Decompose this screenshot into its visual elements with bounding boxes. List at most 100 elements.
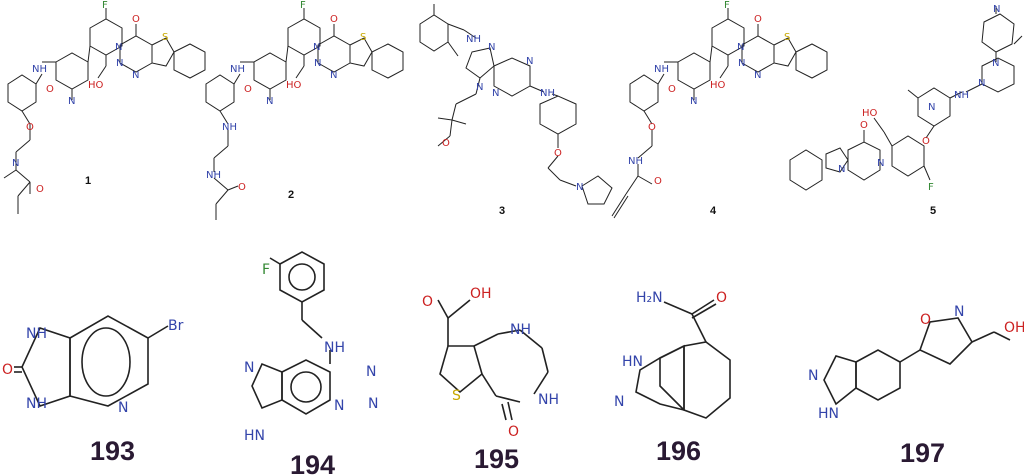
compound-1 [3, 8, 206, 214]
atom-label: NH [32, 64, 47, 75]
atom-label: N [808, 368, 818, 384]
compound-196-atoms: H₂N O HN N 196 [614, 290, 727, 466]
atom-label: N [313, 42, 320, 53]
atom-label: O [860, 120, 868, 131]
atom-label: HN [622, 354, 643, 370]
atom-label: HO [710, 80, 726, 91]
atom-label: F [928, 182, 934, 193]
compound-number: 193 [90, 436, 135, 466]
atom-label: O [2, 362, 13, 378]
compound-1-atoms: F O N S N N NH N O HO O N O 1 [12, 0, 168, 195]
compound-196 [635, 299, 731, 419]
atom-label: N [366, 364, 376, 380]
atom-label: N [334, 398, 344, 414]
atom-label: N [690, 96, 697, 107]
atom-label: O [46, 84, 54, 95]
atom-label: N [266, 96, 273, 107]
atom-label: O [668, 84, 676, 95]
atom-label: N [330, 70, 337, 81]
atom-label: NH [324, 340, 345, 356]
atom-label: O [920, 312, 931, 328]
atom-label: NH [230, 64, 245, 75]
atom-label: HN [818, 406, 839, 422]
atom-label: NH [222, 122, 237, 133]
compound-5 [789, 6, 1023, 191]
atom-label: O [648, 122, 656, 133]
atom-label: HO [88, 80, 104, 91]
atom-label: S [360, 32, 366, 43]
atom-label: NH [538, 392, 559, 408]
atom-label: F [102, 0, 108, 11]
atom-label: N [954, 304, 964, 320]
atom-label: F [262, 262, 270, 278]
atom-label: O [754, 14, 762, 25]
atom-label: F [300, 0, 306, 11]
atom-label: N [992, 58, 999, 69]
compound-number: 3 [499, 205, 505, 217]
compound-2 [205, 8, 404, 220]
atom-label: N [993, 4, 1000, 15]
atom-label: O [36, 184, 44, 195]
compound-number: 197 [900, 438, 945, 468]
atom-label: HN [244, 428, 265, 444]
atom-label: NH [540, 88, 555, 99]
atom-label: N [115, 42, 122, 53]
compound-4 [611, 8, 828, 219]
compound-194-atoms: F NH N N N N HN 194 [244, 262, 378, 475]
compound-3 [419, 4, 613, 205]
atom-label: Br [168, 318, 184, 334]
atom-label: N [368, 396, 378, 412]
compound-5-atoms: N N N NH N O HO O N N F 5 [838, 4, 1000, 217]
atom-label: O [132, 14, 140, 25]
atom-label: HO [286, 80, 302, 91]
compound-number: 195 [474, 444, 519, 474]
atom-label: N [576, 182, 583, 193]
atom-label: N [132, 70, 139, 81]
atom-label: O [330, 14, 338, 25]
atom-label: N [476, 82, 483, 93]
atom-label: N [737, 42, 744, 53]
compound-4-atoms: F O N S N N NH N O HO O NH O 4 [628, 0, 790, 217]
atom-label: N [754, 70, 761, 81]
atom-label: N [68, 96, 75, 107]
atom-label: N [116, 58, 123, 69]
atom-label: O [922, 136, 930, 147]
atom-label: N [244, 360, 254, 376]
atom-label: O [716, 290, 727, 306]
atom-label: N [614, 394, 624, 410]
compound-number: 1 [85, 175, 91, 187]
atom-label: NH [654, 64, 669, 75]
compound-2-atoms: F O N S N N NH N O HO NH NH O 2 [206, 0, 366, 201]
atom-label: S [162, 32, 168, 43]
compound-193 [14, 315, 169, 407]
atom-label: N [877, 158, 884, 169]
atom-label: O [26, 122, 34, 133]
atom-label: H₂N [636, 290, 663, 306]
atom-label: HO [862, 108, 878, 119]
atom-label: NH [954, 90, 969, 101]
atom-label: N [488, 42, 495, 53]
atom-label: O [508, 424, 519, 440]
atom-label: N [526, 56, 533, 67]
compound-3-atoms: NH N N N N NH O O N 3 [442, 34, 583, 217]
compound-number: 196 [656, 436, 701, 466]
atom-label: OH [470, 286, 492, 302]
atom-label: N [118, 400, 128, 416]
compound-number: 194 [290, 450, 335, 475]
atom-label: N [738, 58, 745, 69]
atom-label: S [452, 388, 461, 404]
atom-label: N [978, 78, 985, 89]
atom-label: N [492, 88, 499, 99]
atom-label: F [724, 0, 730, 11]
compound-197-atoms: O N OH N HN 197 [808, 304, 1024, 468]
atom-label: OH [1004, 320, 1024, 336]
compound-194 [251, 251, 331, 415]
atom-label: NH [206, 170, 221, 181]
compound-number: 2 [288, 189, 294, 201]
atom-label: N [314, 58, 321, 69]
atom-label: O [238, 182, 246, 193]
compound-193-atoms: NH NH O N Br 193 [2, 318, 184, 466]
atom-label: NH [466, 34, 481, 45]
compound-195-atoms: O OH NH S NH O 195 [422, 286, 559, 474]
